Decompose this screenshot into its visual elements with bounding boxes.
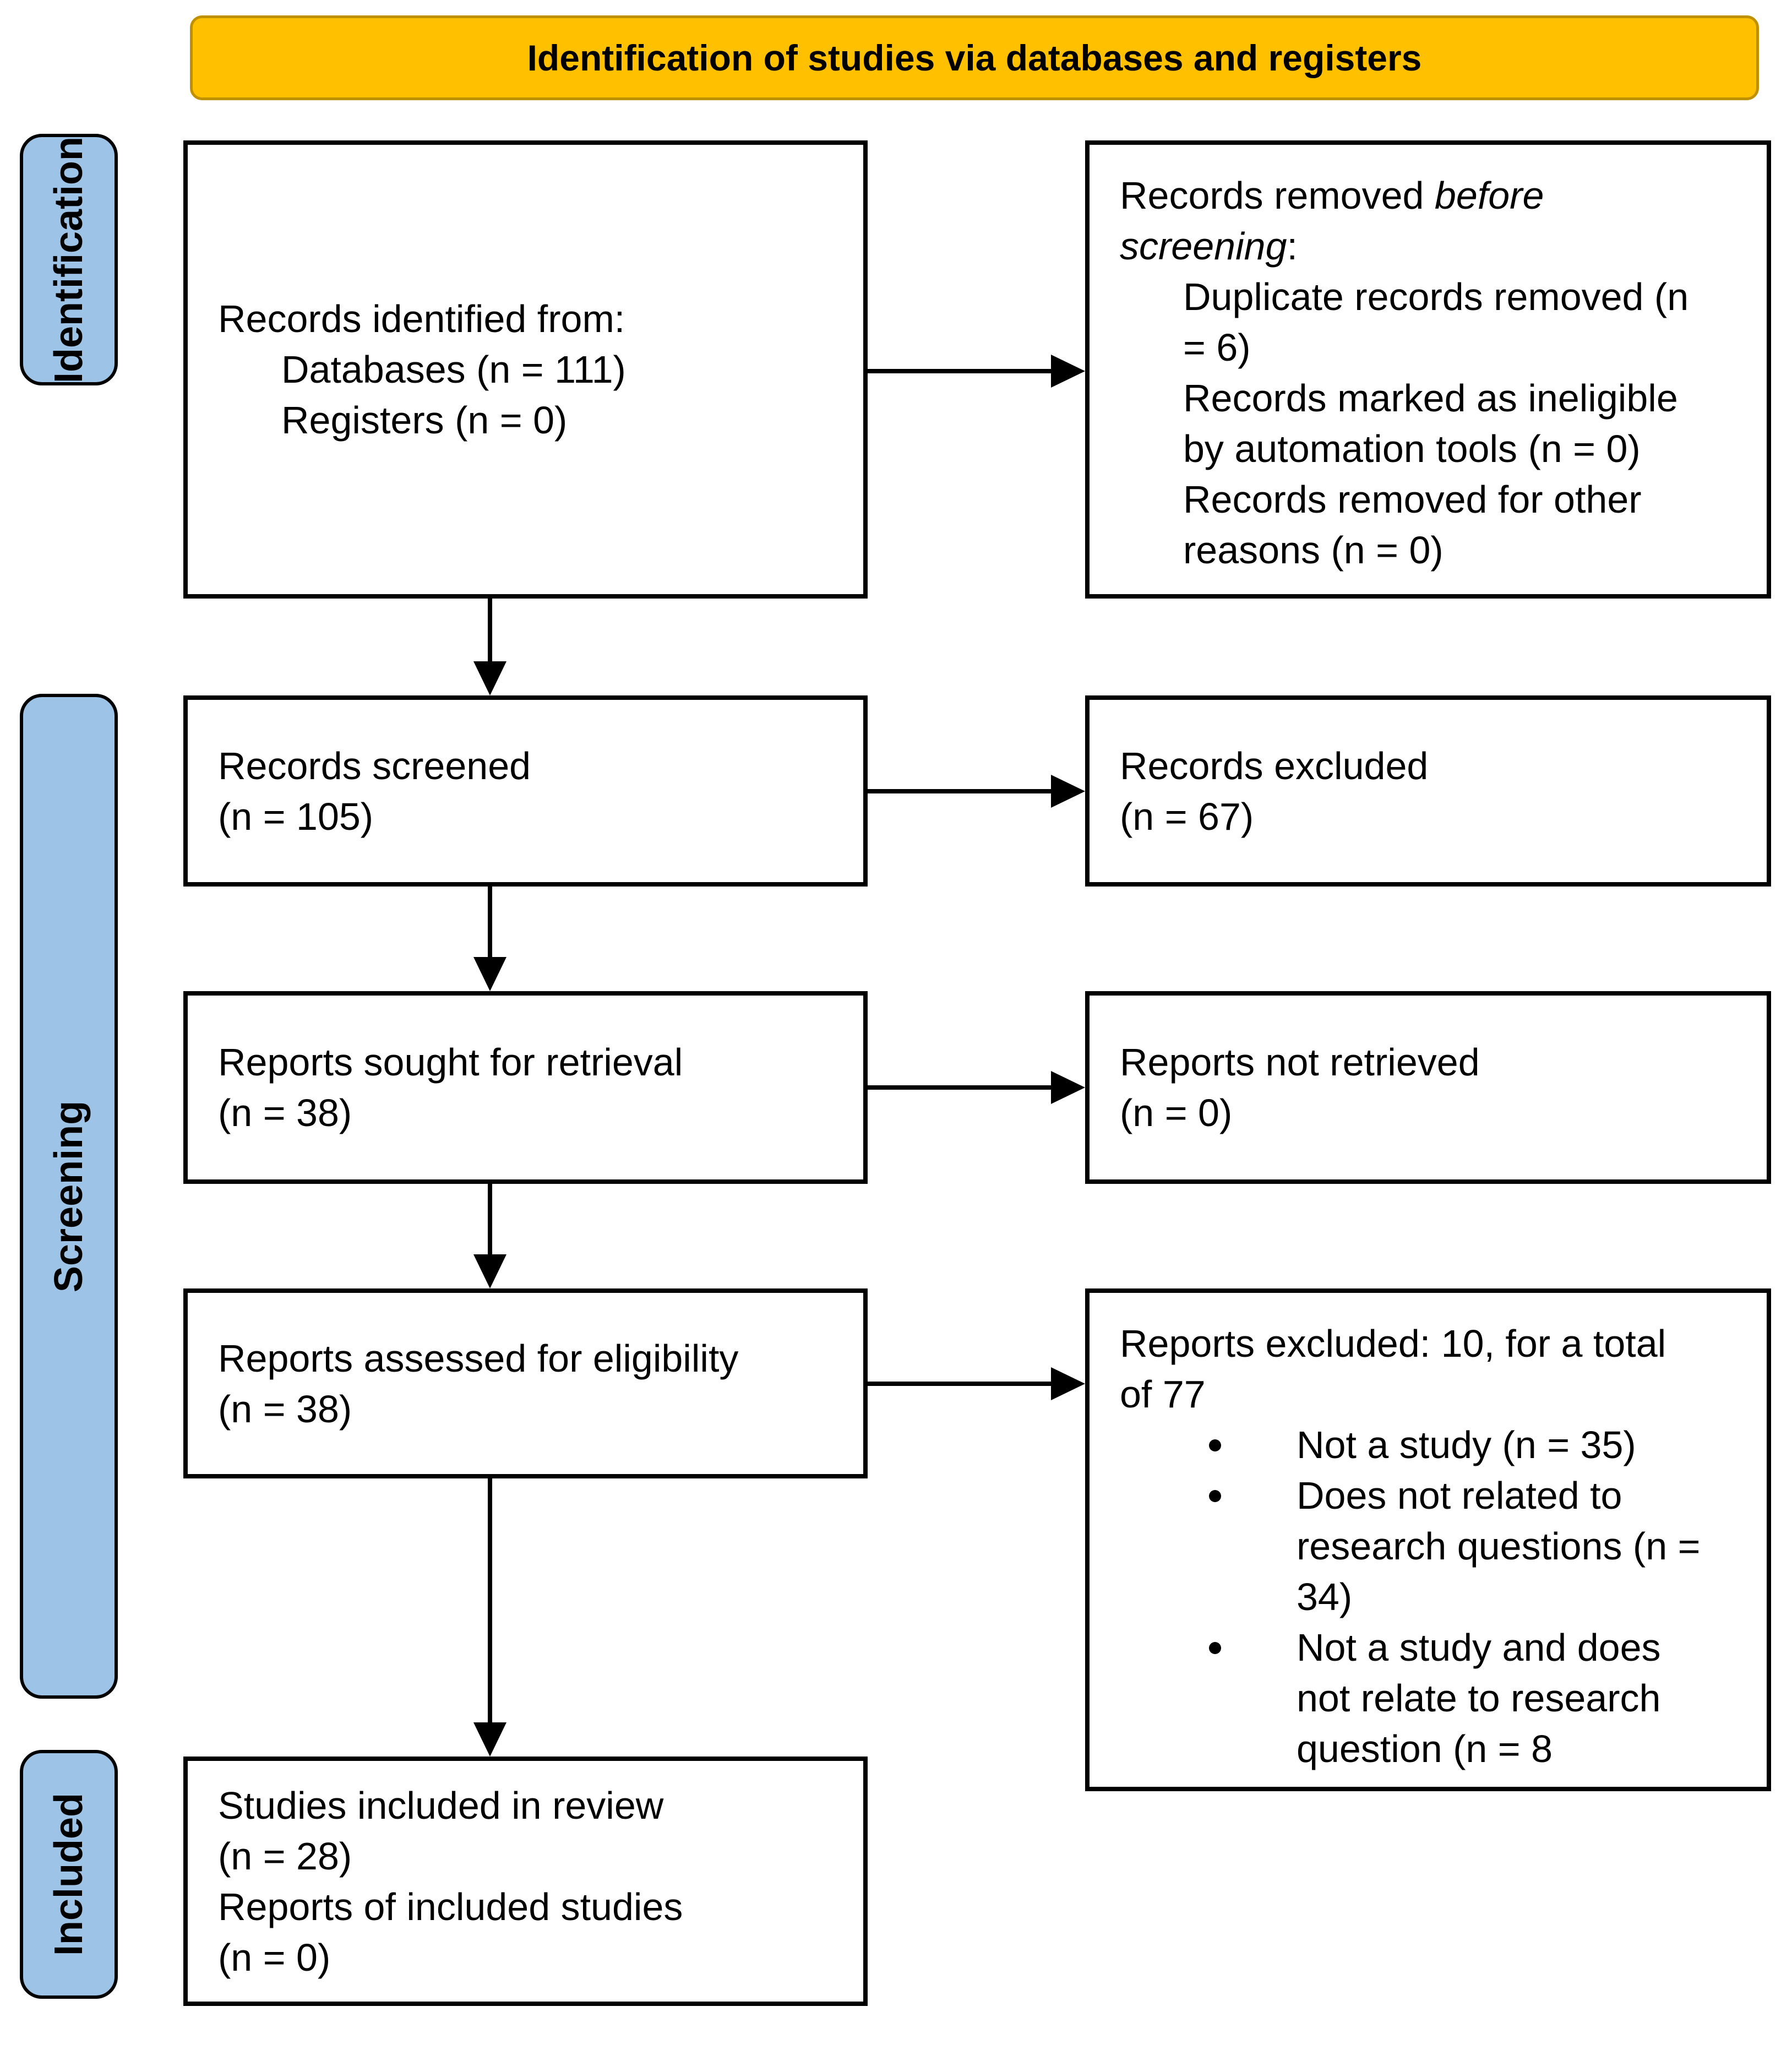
arrow-screened-to-excluded-head-icon <box>1051 775 1085 808</box>
box-records-screened: Records screened (n = 105) <box>183 695 868 887</box>
list-item: (n = 105) <box>218 795 374 838</box>
arrow-screened-to-excluded-line <box>868 789 1051 793</box>
list-item: Records removed for other reasons (n = 0… <box>1183 478 1642 572</box>
studies-included-lines: Studies included in review (n = 28) Report… <box>218 1780 683 1983</box>
phase-band-included: Included <box>20 1750 118 1999</box>
reports-not-retrieved-lines: Reports not retrieved (n = 0) <box>1120 1037 1480 1138</box>
bullet-icon <box>1209 1490 1221 1502</box>
box-records-removed-before-screening: Records removed before screening: Duplic… <box>1085 140 1771 599</box>
reports-excluded-intro: Reports excluded: 10, for a total of 77 <box>1120 1322 1666 1416</box>
box-records-excluded: Records excluded (n = 67) <box>1085 695 1771 887</box>
box-reports-assessed: Reports assessed for eligibility (n = 38) <box>183 1288 868 1478</box>
arrow-sought-to-assessed-head-icon <box>473 1254 506 1288</box>
list-item: (n = 28) <box>218 1834 352 1878</box>
records-removed-items: Duplicate records removed (n = 6)Records… <box>1120 271 1703 575</box>
arrow-sought-to-notretrieved-line <box>868 1085 1051 1090</box>
list-item: Duplicate records removed (n = 6) <box>1183 275 1689 369</box>
list-item: Does not related to research questions (… <box>1120 1470 1703 1622</box>
reports-sought-lines: Reports sought for retrieval (n = 38) <box>218 1037 683 1138</box>
arrow-sought-to-assessed-line <box>488 1184 492 1254</box>
box-reports-excluded: Reports excluded: 10, for a total of 77 … <box>1085 1288 1771 1791</box>
list-item: Reports assessed for eligibility <box>218 1336 739 1380</box>
box-reports-not-retrieved: Reports not retrieved (n = 0) <box>1085 991 1771 1184</box>
list-item: Studies included in review <box>218 1783 664 1827</box>
list-item: Reports of included studies <box>218 1885 683 1928</box>
list-item: (n = 38) <box>218 1387 352 1431</box>
phase-band-screening: Screening <box>20 694 118 1699</box>
arrow-screened-to-sought-line <box>488 887 492 957</box>
records-removed-intro: Records removed before screening: <box>1120 170 1703 271</box>
list-item: Records excluded <box>1120 744 1429 787</box>
reports-excluded-bullets: Not a study (n = 35)Does not related to … <box>1120 1420 1703 1774</box>
phase-band-identification: Identification <box>20 134 118 385</box>
list-item: Reports not retrieved <box>1120 1041 1480 1084</box>
list-item: (n = 0) <box>1120 1091 1233 1134</box>
box-reports-sought: Reports sought for retrieval (n = 38) <box>183 991 868 1184</box>
reports-assessed-lines: Reports assessed for eligibility (n = 38) <box>218 1333 738 1434</box>
list-item: Registers (n = 0) <box>281 399 568 442</box>
phase-label-included: Included <box>47 1792 91 1956</box>
records-excluded-lines: Records excluded (n = 67) <box>1120 741 1428 842</box>
list-item: Databases (n = 111) <box>281 348 626 391</box>
list-item: Not a study and does not relate to resea… <box>1120 1622 1703 1774</box>
arrow-identified-to-screened-head-icon <box>473 661 506 695</box>
records-identified-intro: Records identified from: <box>218 297 625 340</box>
arrow-identified-to-removed-head-icon <box>1051 355 1085 388</box>
records-removed-intro-italic: before screening <box>1120 174 1544 268</box>
list-item: Reports sought for retrieval <box>218 1041 683 1084</box>
box-studies-included: Studies included in review (n = 28) Report… <box>183 1757 868 2006</box>
box-records-identified: Records identified from: Databases (n = … <box>183 140 868 599</box>
records-identified-items: Databases (n = 111) Registers (n = 0) <box>218 344 626 445</box>
title-text: Identification of studies via databases … <box>527 37 1422 78</box>
records-removed-intro-suffix: : <box>1287 225 1298 268</box>
arrow-assessed-to-repexcluded-head-icon <box>1051 1367 1085 1400</box>
arrow-assessed-to-included-line <box>488 1478 492 1722</box>
list-item: Records marked as ineligible by automati… <box>1183 377 1678 470</box>
records-removed-intro-normal: Records removed <box>1120 174 1435 217</box>
title-banner: Identification of studies via databases … <box>190 15 1759 100</box>
arrow-identified-to-removed-line <box>868 369 1051 373</box>
arrow-assessed-to-repexcluded-line <box>868 1382 1051 1386</box>
list-item: (n = 67) <box>1120 795 1254 838</box>
bullet-icon <box>1209 1439 1221 1451</box>
bullet-icon <box>1209 1642 1221 1654</box>
list-item: (n = 38) <box>218 1091 352 1134</box>
phase-label-identification: Identification <box>47 136 91 383</box>
list-item: Not a study (n = 35) <box>1120 1420 1703 1470</box>
arrow-sought-to-notretrieved-head-icon <box>1051 1071 1085 1104</box>
arrow-identified-to-screened-line <box>488 599 492 661</box>
arrow-screened-to-sought-head-icon <box>473 957 506 991</box>
records-screened-lines: Records screened (n = 105) <box>218 741 531 842</box>
phase-label-screening: Screening <box>47 1100 91 1292</box>
arrow-assessed-to-included-head-icon <box>473 1722 506 1757</box>
list-item: (n = 0) <box>218 1935 331 1979</box>
list-item: Records screened <box>218 744 531 787</box>
